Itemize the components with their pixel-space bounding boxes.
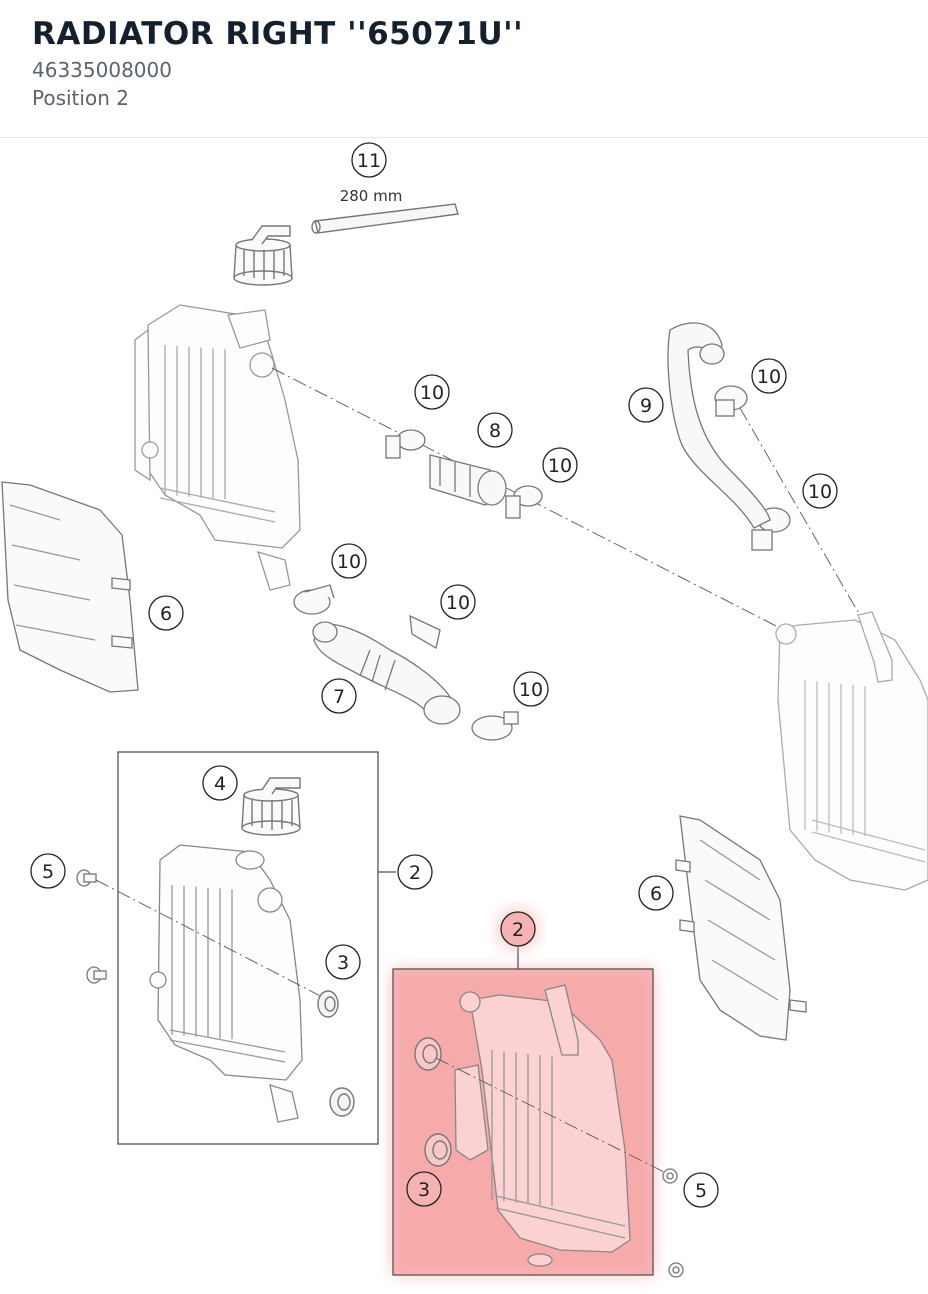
callout-10[interactable]: 10	[414, 374, 450, 410]
assembly-line-2	[95, 879, 333, 1003]
part-header: RADIATOR RIGHT ''65071U'' 46335008000 Po…	[0, 0, 928, 138]
hose-clamp-group[interactable]	[293, 385, 791, 741]
hose-7[interactable]	[312, 621, 461, 725]
radiator-cap-4[interactable]	[241, 777, 301, 836]
grommet-3-left[interactable]	[317, 990, 355, 1117]
radiator-right-highlighted[interactable]	[454, 984, 631, 1267]
callout-5[interactable]: 5	[30, 853, 66, 889]
svg-text:3: 3	[418, 1179, 430, 1201]
callout-10[interactable]: 10	[513, 671, 549, 707]
svg-text:6: 6	[650, 883, 662, 905]
radiator-louvre-right[interactable]	[675, 815, 807, 1041]
assembly-box-left	[117, 751, 396, 1145]
assembly-line-1	[271, 367, 859, 629]
callout-6[interactable]: 6	[148, 595, 184, 631]
hose-connector-8[interactable]	[429, 454, 507, 506]
callout-10[interactable]: 10	[542, 447, 578, 483]
callout-10[interactable]: 10	[751, 358, 787, 394]
callout-10[interactable]: 10	[440, 584, 476, 620]
svg-text:10: 10	[337, 551, 361, 573]
svg-text:10: 10	[548, 455, 572, 477]
callout-4[interactable]: 4	[202, 765, 238, 801]
radiator-louvre-left[interactable]	[1, 481, 139, 693]
svg-text:10: 10	[757, 366, 781, 388]
grommet-3-right[interactable]	[414, 1037, 452, 1167]
callout-10[interactable]: 10	[802, 473, 838, 509]
svg-text:11: 11	[357, 150, 381, 172]
callout-2-highlighted[interactable]: 2	[500, 911, 536, 947]
exploded-parts-diagram: 11 10 10 8 9 10 10 10 6 10 7 10 4 5 2 6 …	[0, 138, 928, 1290]
callout-5[interactable]: 5	[683, 1172, 719, 1208]
part-number: 46335008000	[32, 58, 172, 82]
svg-text:10: 10	[808, 481, 832, 503]
svg-text:2: 2	[409, 862, 421, 884]
svg-text:8: 8	[489, 420, 501, 442]
hose-280mm[interactable]	[311, 203, 459, 234]
part-title: RADIATOR RIGHT ''65071U''	[32, 16, 524, 52]
callout-9[interactable]: 9	[628, 387, 664, 423]
radiator-cap-top[interactable]	[233, 225, 293, 286]
callout-11[interactable]: 11	[351, 142, 387, 178]
bolt-5-left[interactable]	[76, 869, 107, 984]
svg-text:4: 4	[214, 773, 226, 795]
svg-text:10: 10	[446, 592, 470, 614]
svg-text:10: 10	[420, 382, 444, 404]
dimension-label: 280 mm	[340, 187, 403, 205]
svg-text:7: 7	[333, 686, 345, 708]
svg-text:10: 10	[519, 679, 543, 701]
callout-3[interactable]: 3	[325, 944, 361, 980]
svg-text:6: 6	[160, 603, 172, 625]
callout-3-highlighted[interactable]: 3	[406, 1171, 442, 1207]
hose-9[interactable]	[667, 322, 771, 529]
radiator-left-top[interactable]	[134, 304, 301, 591]
callout-7[interactable]: 7	[321, 678, 357, 714]
svg-text:3: 3	[337, 952, 349, 974]
svg-text:2: 2	[512, 919, 524, 941]
callout-8[interactable]: 8	[477, 412, 513, 448]
radiator-right-large[interactable]	[775, 611, 928, 891]
callout-2[interactable]: 2	[397, 854, 433, 890]
callout-6[interactable]: 6	[638, 875, 674, 911]
part-position: Position 2	[32, 86, 129, 110]
svg-text:9: 9	[640, 395, 652, 417]
svg-text:5: 5	[42, 861, 54, 883]
svg-text:5: 5	[695, 1180, 707, 1202]
radiator-left-assembly[interactable]	[149, 844, 303, 1123]
assembly-line-3	[435, 1057, 669, 1175]
callout-10[interactable]: 10	[331, 543, 367, 579]
bolt-5-right[interactable]	[662, 1168, 684, 1278]
